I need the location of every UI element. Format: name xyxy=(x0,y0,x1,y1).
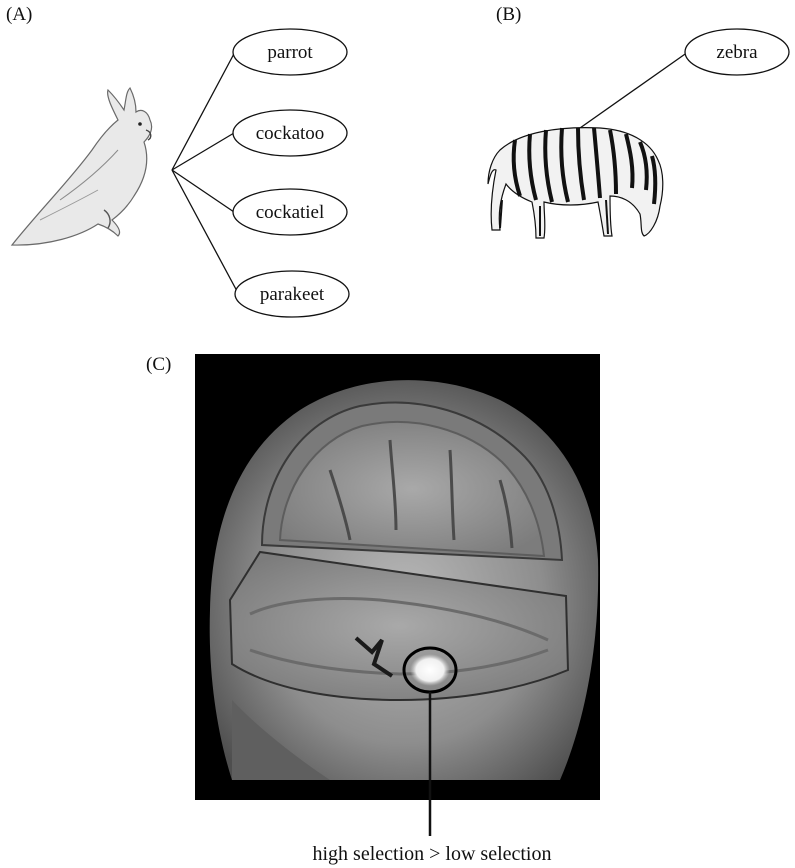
word-label-zebra: zebra xyxy=(716,42,758,63)
mri-brain-cutaway xyxy=(195,354,600,800)
word-label-cockatoo: cockatoo xyxy=(256,123,325,144)
word-node-cockatiel: cockatiel xyxy=(233,189,347,235)
word-label-parakeet: parakeet xyxy=(260,284,325,305)
cockatoo-illustration xyxy=(12,88,152,245)
panel-c-caption: high selection > low selection xyxy=(312,843,551,865)
zebra-illustration xyxy=(488,128,663,238)
word-label-parrot: parrot xyxy=(267,42,313,63)
panel-a-branch-lines xyxy=(172,50,238,293)
word-node-cockatoo: cockatoo xyxy=(233,110,347,156)
word-node-parrot: parrot xyxy=(233,29,347,75)
word-node-parakeet: parakeet xyxy=(235,271,349,317)
word-node-zebra: zebra xyxy=(685,29,789,75)
panel-b-branch-line xyxy=(580,52,688,128)
word-label-cockatiel: cockatiel xyxy=(256,202,325,223)
